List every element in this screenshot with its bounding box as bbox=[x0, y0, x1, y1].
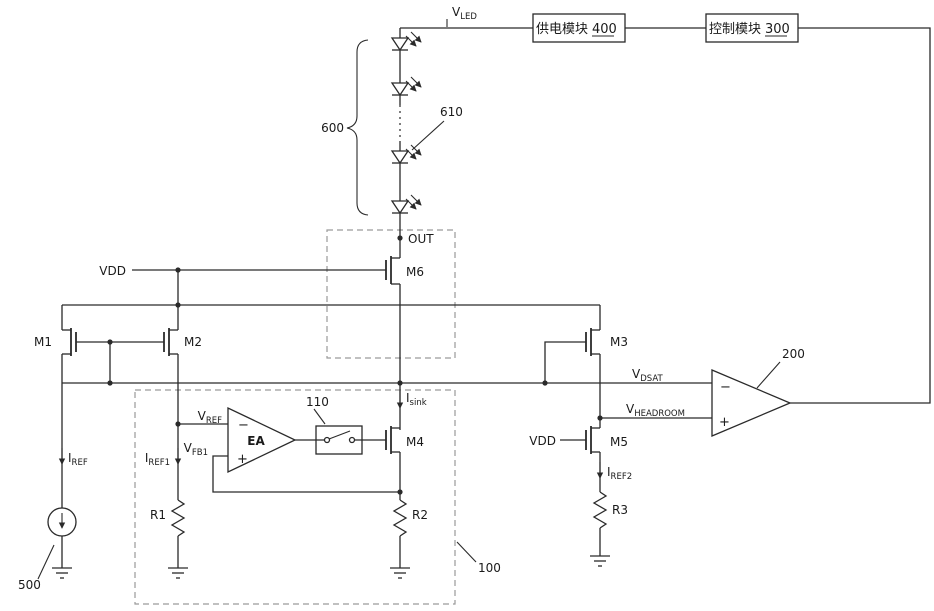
ref-label-110: 110 bbox=[306, 395, 329, 409]
device-label-m2: M2 bbox=[184, 335, 202, 349]
error-amplifier: − + EA VREF VFB1 bbox=[175, 406, 403, 495]
device-label-m4: M4 bbox=[406, 435, 424, 449]
ref-label-600: 600 bbox=[321, 121, 344, 135]
ref-label-200: 200 bbox=[782, 347, 805, 361]
out-node: OUT bbox=[397, 232, 434, 246]
control-module-box: 控制模块 300 bbox=[705, 13, 799, 43]
power-module-box: 供电模块 400 bbox=[532, 13, 626, 43]
led-string-brace: 600 bbox=[321, 39, 369, 216]
net-label-vdd-m6: VDD bbox=[99, 264, 126, 278]
transistor-m3: M3 bbox=[544, 305, 628, 428]
led-string bbox=[390, 28, 422, 238]
device-label-m1: M1 bbox=[34, 335, 52, 349]
control-module-number: 300 bbox=[765, 22, 790, 37]
current-source-500: IREF 500 bbox=[18, 383, 88, 592]
vheadroom-node: VHEADROOM bbox=[597, 402, 712, 421]
dashed-box-100 bbox=[134, 389, 456, 605]
resistor-r1: IREF1 R1 bbox=[145, 448, 188, 579]
device-label-m5: M5 bbox=[610, 435, 628, 449]
resistor-r2: R2 bbox=[390, 499, 428, 579]
comparator: − + 200 bbox=[711, 347, 805, 437]
power-module-name: 供电模块 bbox=[536, 21, 588, 36]
transistor-m6: M6 bbox=[132, 238, 424, 430]
current-label-iref1: IREF1 bbox=[145, 451, 170, 468]
power-module-number: 400 bbox=[592, 22, 617, 37]
control-module-name: 控制模块 bbox=[709, 21, 761, 36]
device-label-r3: R3 bbox=[612, 503, 628, 517]
top-wiring bbox=[400, 19, 931, 404]
transistor-m5: VDD M5 bbox=[529, 426, 628, 492]
current-label-isink: Isink bbox=[406, 391, 427, 408]
comparator-plus-sign: + bbox=[719, 415, 730, 430]
net-label-vref: VREF bbox=[198, 409, 222, 426]
ref-label-610: 610 bbox=[440, 105, 463, 119]
ea-minus-sign: − bbox=[238, 418, 249, 433]
net-label-vfb1: VFB1 bbox=[184, 441, 208, 458]
comparator-minus-sign: − bbox=[720, 380, 731, 395]
dashed-box-out-stage bbox=[326, 229, 456, 359]
net-label-out: OUT bbox=[408, 232, 434, 246]
led-icon bbox=[390, 194, 422, 215]
mirror-gate-wire bbox=[76, 339, 164, 386]
ground-icon bbox=[168, 567, 188, 579]
device-label-r1: R1 bbox=[150, 508, 166, 522]
led-icon bbox=[390, 144, 422, 165]
resistor-r3: IREF2 R3 bbox=[590, 462, 632, 567]
current-label-iref2: IREF2 bbox=[607, 465, 632, 482]
net-label-vdsat: VDSAT bbox=[632, 367, 663, 384]
net-label-vdd-m5: VDD bbox=[529, 434, 556, 448]
device-label-r2: R2 bbox=[412, 508, 428, 522]
device-label-ea: EA bbox=[247, 434, 265, 448]
transistor-m1: M1 bbox=[34, 305, 77, 383]
transistor-m4: Isink M4 bbox=[385, 391, 427, 500]
switch-110: 110 bbox=[295, 395, 386, 455]
led-icon bbox=[390, 31, 422, 52]
current-label-iref: IREF bbox=[68, 451, 88, 468]
net-label-vled: VLED bbox=[452, 5, 477, 22]
ground-icon bbox=[590, 555, 610, 567]
device-label-m6: M6 bbox=[406, 265, 424, 279]
net-label-vheadroom: VHEADROOM bbox=[626, 402, 685, 419]
device-label-m3: M3 bbox=[610, 335, 628, 349]
ground-icon bbox=[390, 567, 410, 579]
vdd-rail bbox=[62, 267, 600, 330]
transistor-m2: M2 bbox=[163, 328, 202, 500]
led-icon bbox=[390, 76, 422, 97]
led-callout-610: 610 bbox=[411, 105, 463, 151]
ref-label-500: 500 bbox=[18, 578, 41, 592]
ground-icon bbox=[52, 567, 72, 579]
callout-100: 100 bbox=[456, 541, 501, 575]
ref-label-100: 100 bbox=[478, 561, 501, 575]
vdsat-bus: VDSAT bbox=[62, 367, 712, 386]
ea-plus-sign: + bbox=[237, 452, 248, 467]
